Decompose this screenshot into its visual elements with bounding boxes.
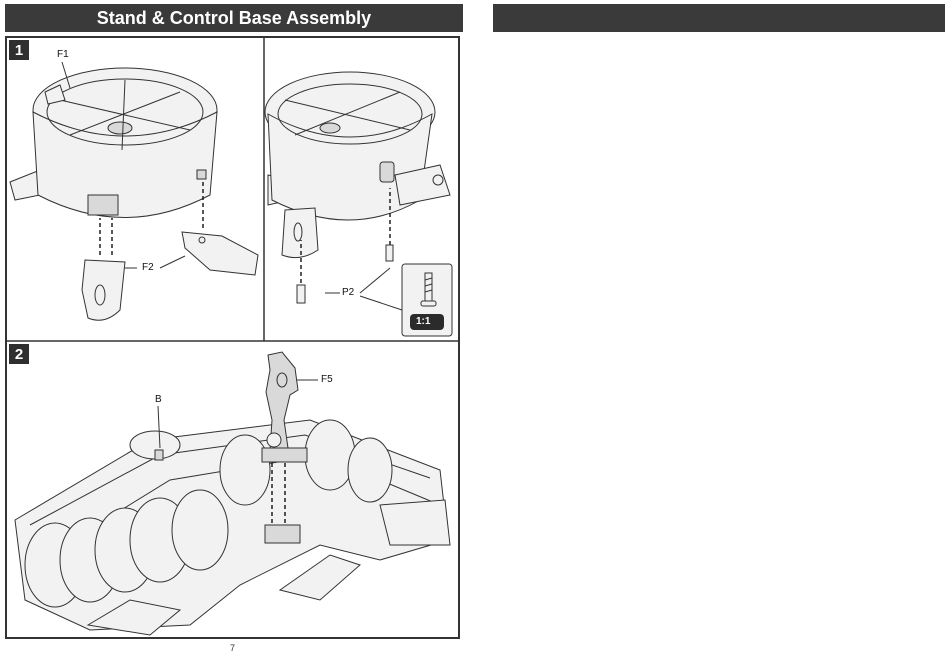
- label-b: B: [155, 394, 162, 405]
- label-scale: 1:1: [416, 316, 430, 327]
- step-2-number: 2: [15, 346, 23, 363]
- page-number: 7: [230, 643, 235, 653]
- label-f5: F5: [321, 374, 333, 385]
- step1-left-illustration: [10, 62, 258, 320]
- step-2-badge: 2: [9, 344, 29, 364]
- step-1-badge: 1: [9, 40, 29, 60]
- step-1-number: 1: [15, 42, 23, 59]
- label-p2: P2: [342, 287, 354, 298]
- step2-illustration: [15, 352, 450, 635]
- step1-right-illustration: [265, 72, 452, 336]
- label-f2: F2: [142, 262, 154, 273]
- label-f1: F1: [57, 49, 69, 60]
